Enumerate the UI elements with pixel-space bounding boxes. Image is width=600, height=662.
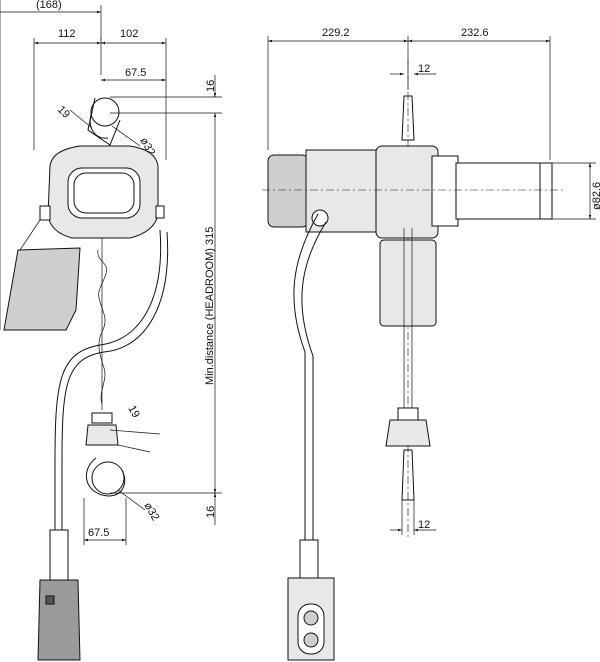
dim-side-chain-bottom-label: 12 bbox=[418, 519, 430, 531]
dim-gap-top-label: 16 bbox=[205, 80, 217, 92]
chain-bag bbox=[379, 239, 437, 327]
bottom-hook-side bbox=[385, 407, 431, 501]
dim-hook-offset-bottom-label: 67.5 bbox=[88, 527, 109, 539]
dim-gap-bottom-label: 16 bbox=[205, 506, 217, 518]
bottom-hook-block: 19 ø32 bbox=[85, 404, 161, 523]
dim-hook-offset-bottom: 67.5 bbox=[83, 498, 127, 545]
pendant-switch-side bbox=[287, 539, 335, 661]
dim-hook-offset-top: 67.5 bbox=[101, 67, 166, 82]
pendant-cable-front bbox=[54, 229, 169, 530]
motor-side bbox=[262, 145, 565, 239]
hook-opening-bottom-label: 19 bbox=[125, 404, 142, 421]
hoist-body-front bbox=[39, 145, 165, 239]
front-view: (168) 112 102 67.5 16 Min.distance ( bbox=[0, 0, 222, 661]
pendant-cable-side bbox=[293, 213, 327, 540]
dim-side-right-label: 232.6 bbox=[461, 27, 489, 39]
side-view: 229.2 232.6 12 bbox=[262, 27, 600, 661]
hook-opening-top-label: 19 bbox=[55, 104, 72, 121]
load-chain-side bbox=[403, 228, 413, 410]
dim-side-chain-bottom: 12 bbox=[390, 500, 436, 535]
dim-hook-offset-top-label: 67.5 bbox=[125, 67, 146, 79]
dim-gap-top: 16 bbox=[110, 75, 222, 114]
dim-front-width: 112 102 bbox=[33, 28, 167, 160]
dim-overall-top-label: (168) bbox=[36, 0, 62, 11]
dim-side-chain-top: 12 bbox=[390, 63, 436, 76]
load-chain-front bbox=[97, 238, 108, 410]
dim-motor-dia: ø82.6 bbox=[552, 162, 600, 220]
dim-headroom-label: Min.distance (HEADROOM) 315 bbox=[204, 227, 216, 385]
dim-headroom: Min.distance (HEADROOM) 315 bbox=[204, 113, 217, 493]
dim-overall-top: (168) bbox=[0, 0, 102, 330]
dim-right-width-label: 102 bbox=[120, 28, 138, 40]
pendant-switch-front bbox=[37, 529, 81, 661]
hook-dia-bottom-label: ø32 bbox=[141, 501, 161, 523]
motor-plate-front bbox=[3, 219, 81, 331]
dim-left-width-label: 112 bbox=[58, 28, 76, 40]
dim-side-chain-top-label: 12 bbox=[418, 63, 430, 75]
dim-gap-bottom: 16 bbox=[110, 492, 222, 525]
dim-side-left-label: 229.2 bbox=[322, 27, 350, 39]
dim-motor-dia-label: ø82.6 bbox=[591, 182, 600, 210]
